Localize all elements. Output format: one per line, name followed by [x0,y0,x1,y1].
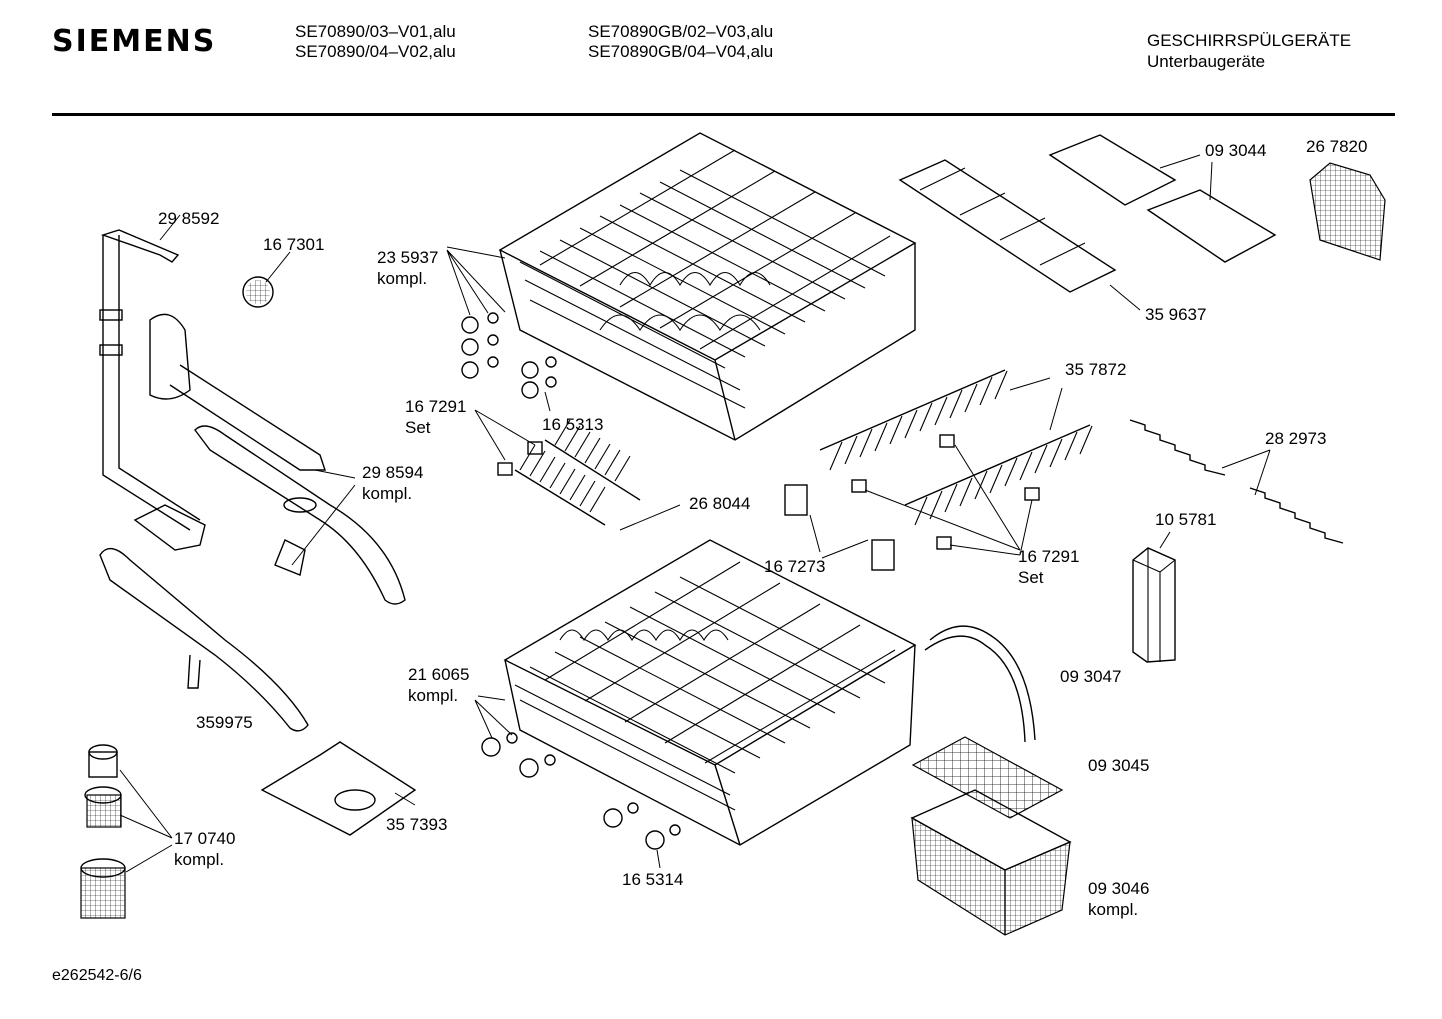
category-subtitle: Unterbaugeräte [1147,52,1266,71]
part-label: 35 9637 [1145,305,1206,324]
part-label: 28 2973 [1265,429,1326,448]
part-label: 29 8592 [158,209,219,228]
filter-assembly [80,744,126,919]
model-number: SE70890GB/02–V03,alu [588,22,774,41]
upper-basket [498,132,917,441]
model-list-1: SE70890/03–V01,alu SE70890/04–V02,alu [295,22,456,62]
model-number: SE70890/03–V01,alu [295,22,456,41]
part-label: 09 3047 [1060,667,1121,686]
sump-cover-plate [260,741,417,836]
lower-spray-arm [99,547,309,732]
supply-pipe [99,229,206,551]
tine-rows-right [784,369,1093,571]
cup-rack-upper [1048,134,1277,263]
part-label: 10 5781 [1155,510,1216,529]
upper-spray-arm [194,425,406,605]
brand-logo: SIEMENS [52,24,217,59]
header-divider [52,113,1395,116]
part-label: 16 7273 [764,557,825,576]
model-number: SE70890GB/04–V04,alu [588,42,774,61]
model-number: SE70890/04–V02,alu [295,42,456,61]
step-racks [1129,419,1344,544]
basket-lid [911,736,1064,819]
part-label: 35 7872 [1065,360,1126,379]
part-label: 26 7820 [1306,137,1367,156]
filter-disc [242,276,274,308]
part-label: 26 8044 [689,494,750,513]
lower-wheel-set [481,732,681,850]
leader-lines [119,154,1271,873]
cutlery-holder-tall [1132,547,1176,663]
upper-wheel-set [461,312,557,399]
part-label: 35 7393 [386,815,447,834]
cup-shelf [898,159,1117,293]
category-title: GESCHIRRSPÜLGERÄTE [1147,31,1352,50]
diagram-code: e262542-6/6 [52,967,142,984]
pipe-connector [149,313,326,471]
part-label: 09 3045 [1088,756,1149,775]
category-block: GESCHIRRSPÜLGERÄTE Unterbaugeräte [1147,30,1351,72]
part-label: 09 3044 [1205,141,1266,160]
part-label: 16 5313 [542,415,603,434]
basket-handle [924,625,1036,743]
tine-row-left [497,419,641,526]
lower-basket [503,539,917,846]
model-list-2: SE70890GB/02–V03,alu SE70890GB/04–V04,al… [588,22,773,62]
part-label: 359975 [196,713,253,732]
cutlery-basket [910,789,1072,936]
cutlery-basket-small [1309,162,1386,261]
part-label: 16 7301 [263,235,324,254]
part-label: 16 5314 [622,870,683,889]
